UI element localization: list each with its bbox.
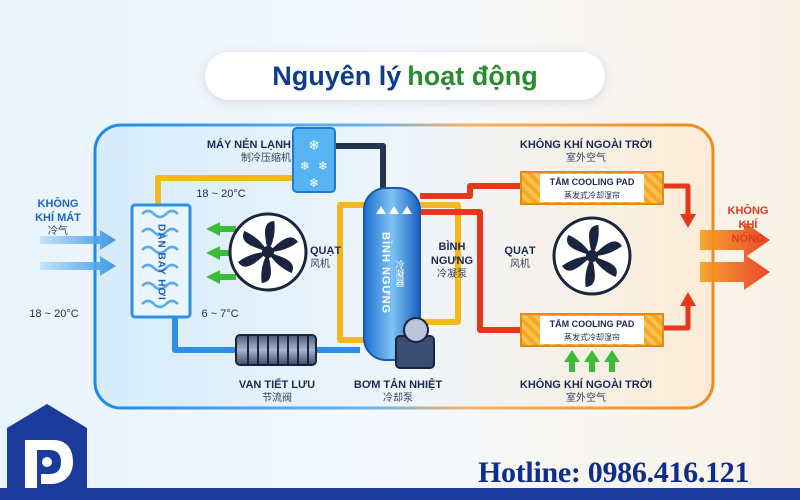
hot-pipe-down [420,209,520,333]
fan-left-label: QUẠT 风机 [310,245,342,270]
compressor: ❄ ❄ ❄ ❄ [292,127,336,193]
tank-label: BÌNH NGƯNG 冷凝器 [379,231,405,315]
svg-text:❄: ❄ [318,159,328,173]
fan-icon-right [552,216,632,296]
pump [395,317,435,369]
hot-air-label: KHÔNG KHÍ NÓNG [727,205,769,245]
outdoor-air-top-label: KHÔNG KHÍ NGOÀI TRỜI 室外空气 [519,139,653,164]
evaporator-label: DÀN BAY HƠI [155,223,167,301]
cold-air-arrows [40,230,116,276]
evaporator [130,203,192,319]
hotline-text[interactable]: Hotline: 0986.416.121 [478,456,750,489]
logo-icon [7,404,87,500]
pad-out-bottom [662,302,691,331]
fan-right-label: QUẠT 风机 [504,245,536,270]
condenser-tank [363,187,421,361]
hot-pipe-top [420,183,520,199]
temp-top-label: 18 ~ 20°C [196,188,246,200]
pad-out-top [662,183,691,218]
title-part2: hoạt động [407,60,538,91]
condenser-side-label: BÌNH NGƯNG 冷凝泵 [430,241,474,280]
snowflake-icon: ❄ [308,138,320,154]
expansion-valve-label: VAN TIẾT LƯU 节流阀 [238,379,316,404]
fan-icon [228,212,308,292]
cooling-pad-bottom: TẤM COOLING PAD 蒸发式冷却湿帘 [520,313,664,347]
warm-pipe-right [418,202,461,325]
warm-pipe-loop [337,202,365,343]
compressor-label: MÁY NÉN LẠNH 制冷压缩机 [206,139,291,164]
svg-text:❄: ❄ [300,159,310,173]
expansion-valve [235,334,317,366]
green-up-arrows [564,350,620,372]
svg-text:❄: ❄ [309,176,319,190]
cooling-pad-top: TẤM COOLING PAD 蒸发式冷却湿帘 [520,171,664,205]
temp-bottom-label: 6 ~ 7°C [201,308,239,320]
title-part1: Nguyên lý [272,60,402,91]
dark-pipe [328,143,386,188]
green-arrows [206,222,236,284]
pump-label: BƠM TẢN NHIỆT 冷却泵 [353,379,443,404]
outdoor-air-bottom-label: KHÔNG KHÍ NGOÀI TRỜI 室外空气 [519,379,653,404]
temp-in-label: 18 ~ 20°C [29,308,79,320]
cold-pipe-bottom [172,316,236,353]
bottom-bar [0,488,800,500]
cool-air-label: KHÔNG KHÍ MÁT 冷气 [35,198,81,237]
hot-air-arrows [700,222,770,290]
page-title: Nguyên lý hoạt động [205,52,605,100]
